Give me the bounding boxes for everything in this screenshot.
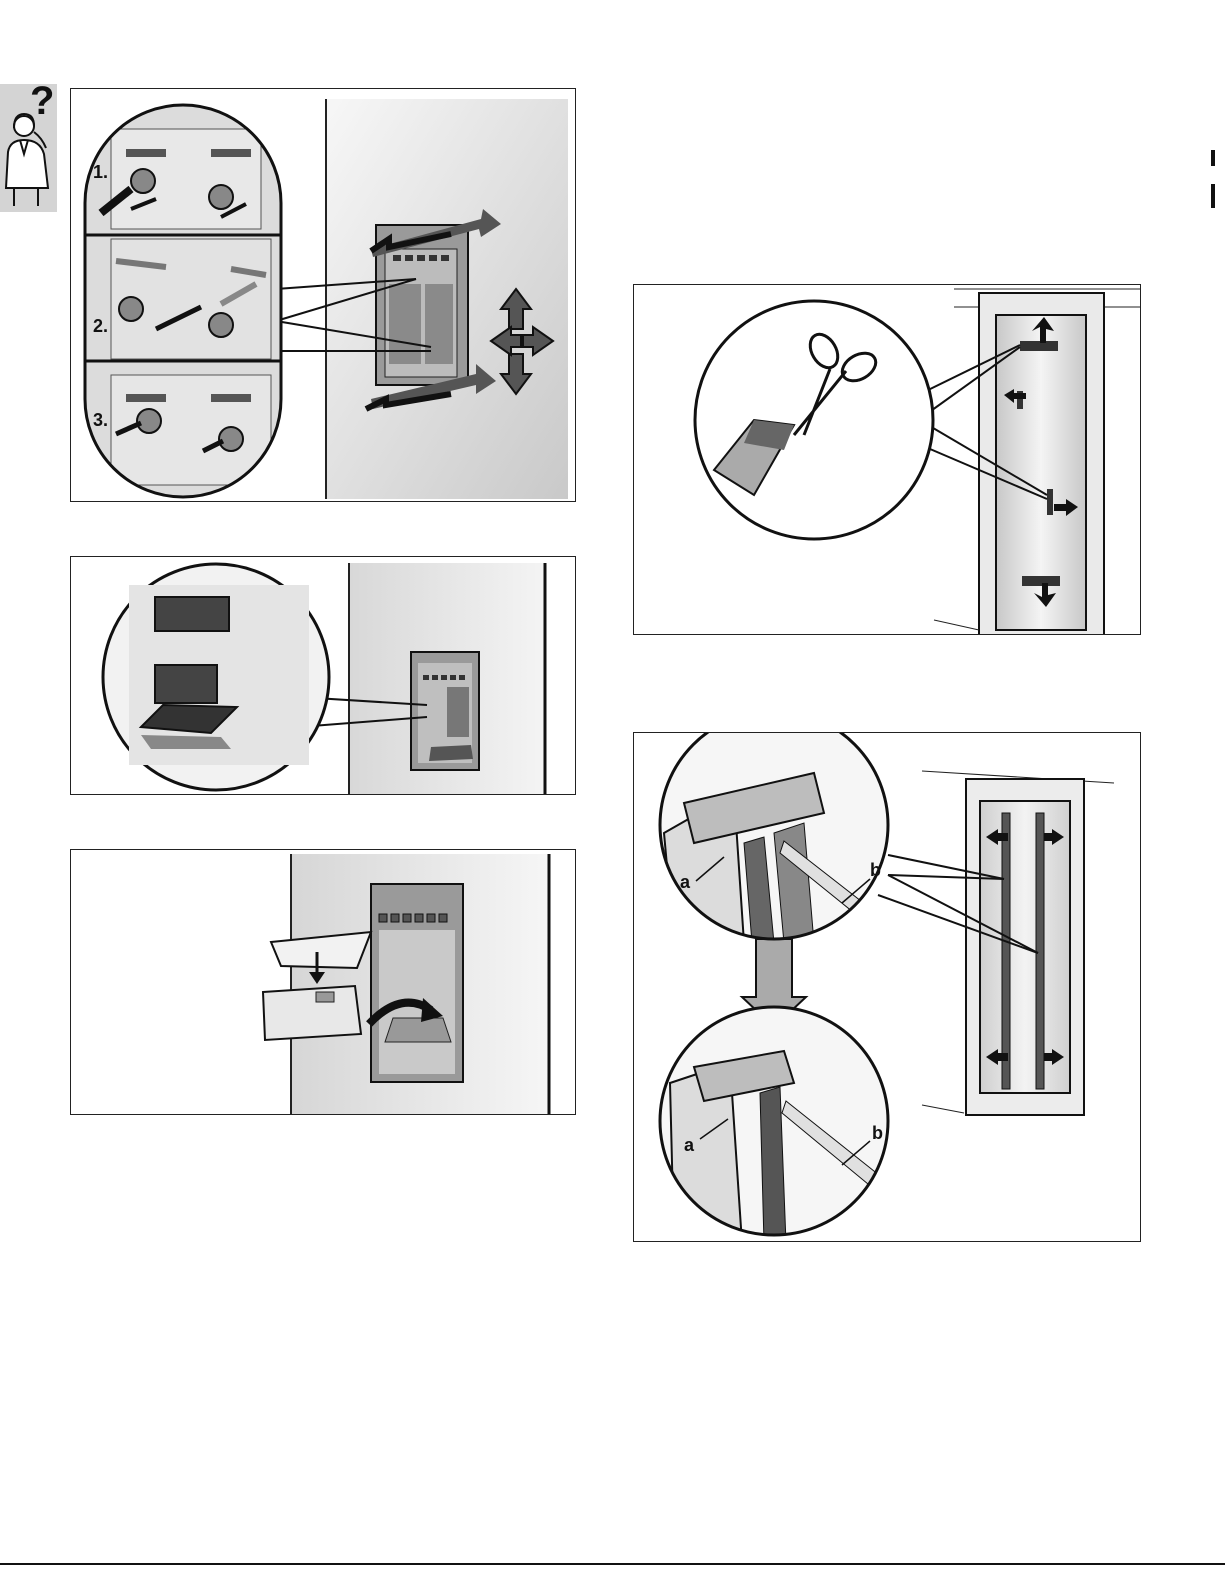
callout-a-bottom: a	[684, 1135, 695, 1155]
callout-b-bottom: b	[872, 1123, 883, 1143]
step-label-1: 1.	[93, 162, 108, 182]
step-label-2: 2.	[93, 316, 108, 336]
figure-seal-trim	[633, 284, 1141, 635]
question-person-icon: ?	[0, 84, 57, 212]
help-question-mark: ?	[30, 84, 54, 123]
callout-a-top: a	[680, 872, 691, 892]
edge-mark	[1211, 184, 1215, 208]
callout-b-top: b	[870, 860, 881, 880]
figure-dispenser-shelf	[70, 556, 576, 795]
figure-hinge-adjustment: 1. 2. 3.	[70, 88, 576, 502]
help-tab: ?	[0, 84, 57, 212]
figure-drip-tray	[70, 849, 576, 1115]
step-label-3: 3.	[93, 410, 108, 430]
footer-rule	[0, 1563, 1225, 1565]
figure-seal-profile: a b a b	[633, 732, 1141, 1242]
edge-mark	[1211, 150, 1215, 166]
